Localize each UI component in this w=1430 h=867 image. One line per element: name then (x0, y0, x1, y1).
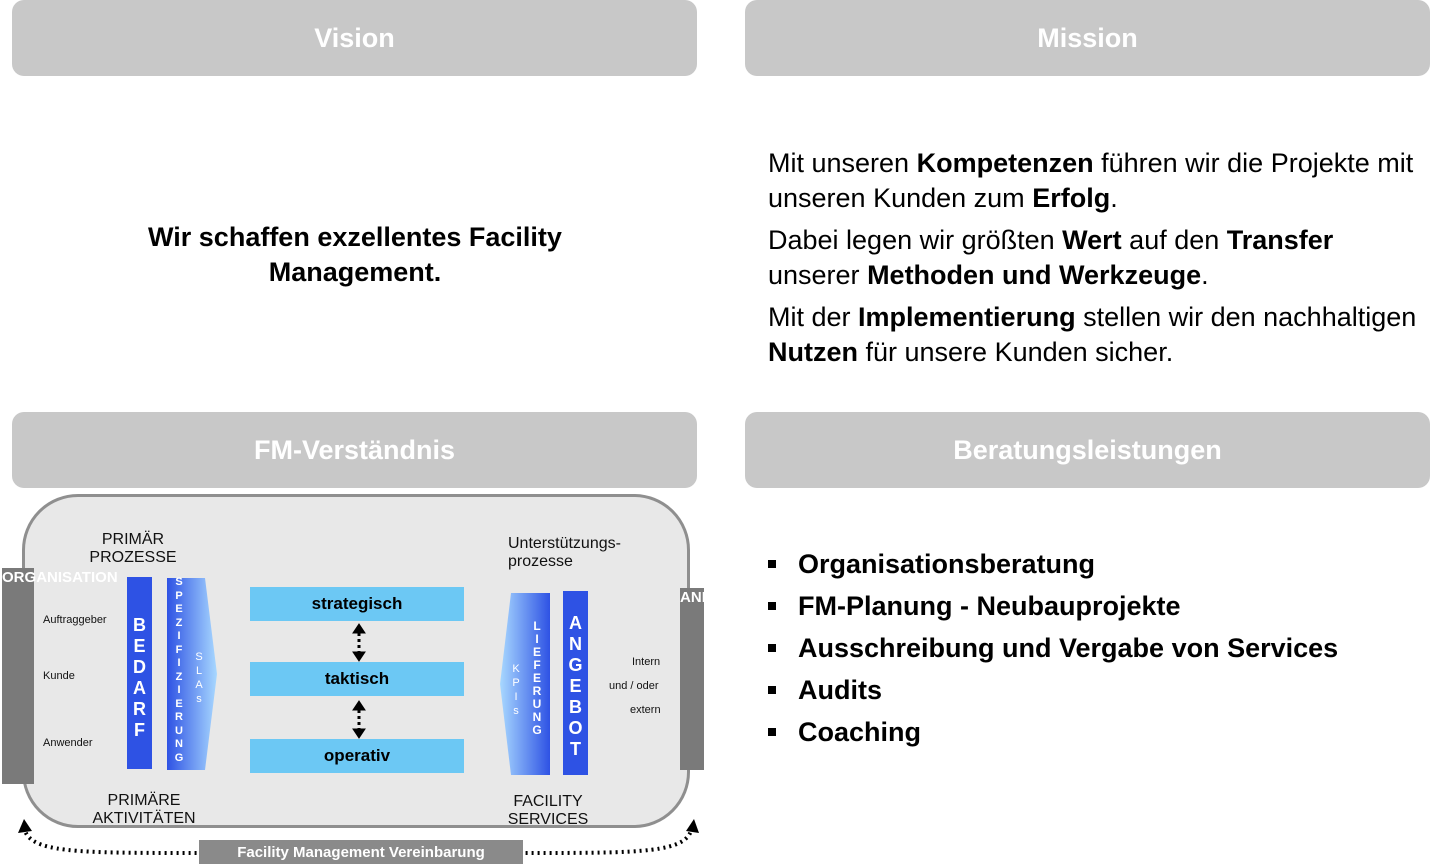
vereinbarung-label: Facility Management Vereinbarung (199, 840, 523, 864)
list-item: Coaching (768, 711, 1338, 753)
level-operativ: operativ (250, 739, 464, 773)
vision-header: Vision (12, 0, 697, 76)
mission-paragraph-3: Mit der Implementierung stellen wir den … (768, 302, 1417, 367)
level-taktisch: taktisch (250, 662, 464, 696)
arrow-up-icon (352, 700, 366, 711)
arrow-down-icon (352, 651, 366, 662)
spezifizierung-arrow (167, 578, 217, 770)
organisation-bar: ORGANISATION (2, 568, 118, 784)
arrow-up-left-icon (18, 819, 32, 833)
role-auftraggeber: Auftraggeber (43, 614, 107, 626)
unterstuetzungsprozesse-label: Unterstützungs-prozesse (508, 535, 621, 570)
arrow-down-icon (352, 728, 366, 739)
vision-line-1: Wir schaffen exzellentes Facility (148, 222, 562, 252)
mission-paragraph-1: Mit unseren Kompetenzen führen wir die P… (768, 148, 1414, 213)
role-extern: extern (630, 704, 661, 716)
bullet-icon (768, 560, 776, 568)
mission-paragraph-2: Dabei legen wir größten Wert auf den Tra… (768, 225, 1334, 290)
bullet-icon (768, 728, 776, 736)
level-strategisch: strategisch (250, 587, 464, 621)
list-item: Organisationsberatung (768, 543, 1338, 585)
level-connector-arrows (352, 623, 366, 739)
fm-verstaendnis-header: FM-Verständnis (12, 412, 697, 488)
mission-header: Mission (745, 0, 1430, 76)
role-kunde: Kunde (43, 670, 75, 682)
role-intern: Intern (632, 656, 661, 668)
vereinbarung-arc (18, 819, 699, 855)
role-und-oder: und / oder (609, 680, 659, 692)
bullet-icon (768, 686, 776, 694)
anbieter-bar: ANBIETER (680, 588, 757, 770)
list-item: Ausschreibung und Vergabe von Services (768, 627, 1338, 669)
vision-statement: Wir schaffen exzellentes Facility Manage… (60, 220, 650, 290)
vision-header-label: Vision (314, 22, 395, 53)
bullet-icon (768, 644, 776, 652)
beratungsleistungen-header: Beratungsleistungen (745, 412, 1430, 488)
list-item: FM-Planung - Neubauprojekte (768, 585, 1338, 627)
arrow-up-icon (352, 623, 366, 634)
arrow-up-right-icon (686, 819, 699, 833)
vision-line-2: Management. (268, 257, 442, 287)
list-item: Audits (768, 669, 1338, 711)
beratung-header-label: Beratungsleistungen (953, 434, 1222, 465)
fm-header-label: FM-Verständnis (253, 434, 456, 465)
bullet-icon (768, 602, 776, 610)
services-list: Organisationsberatung FM-Planung - Neuba… (768, 543, 1338, 753)
mission-header-label: Mission (1037, 22, 1138, 53)
mission-statement: Mit unseren Kompetenzen führen wir die P… (768, 146, 1418, 377)
lieferung-arrow (500, 593, 550, 775)
role-anwender: Anwender (43, 737, 93, 749)
